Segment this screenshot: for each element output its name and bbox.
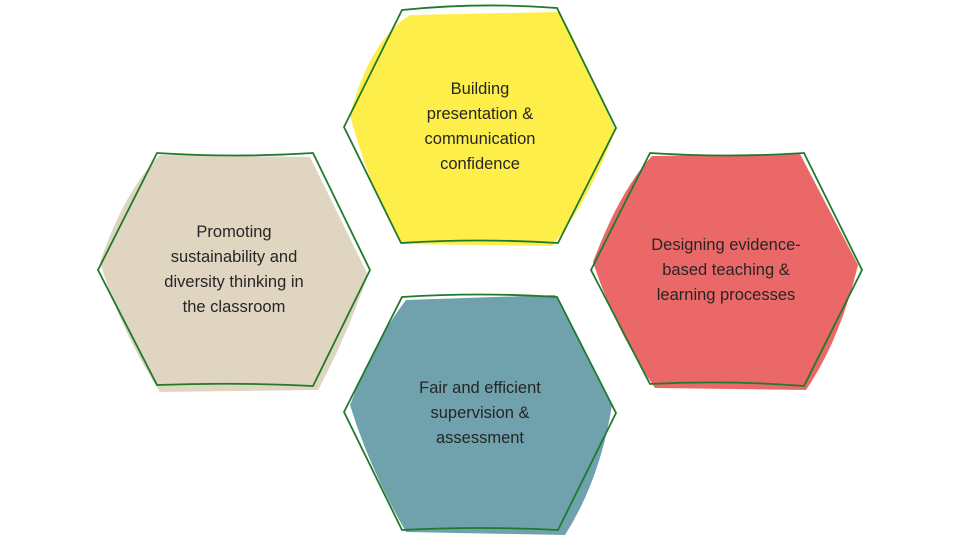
hexagon-outline-presentation bbox=[342, 4, 618, 244]
hexagon-fill-sustainability bbox=[100, 155, 368, 392]
hexagon-fill-evidence bbox=[593, 154, 858, 390]
hexagon-outline-sustainability bbox=[96, 152, 372, 387]
hexagon-outline-supervision bbox=[342, 293, 618, 531]
hexagon-outline-evidence bbox=[589, 152, 864, 387]
hexagon-fill-presentation bbox=[350, 12, 615, 246]
hexagon-label-presentation: Building presentation & communication co… bbox=[424, 80, 536, 173]
hexagon-fill-supervision bbox=[350, 295, 612, 535]
hexagon-label-sustainability: Promoting sustainability and diversity t… bbox=[164, 223, 304, 316]
hexagon-label-supervision: Fair and efficient supervision & assessm… bbox=[419, 379, 541, 447]
hexagon-label-evidence: Designing evidence- based teaching & lea… bbox=[651, 236, 801, 304]
